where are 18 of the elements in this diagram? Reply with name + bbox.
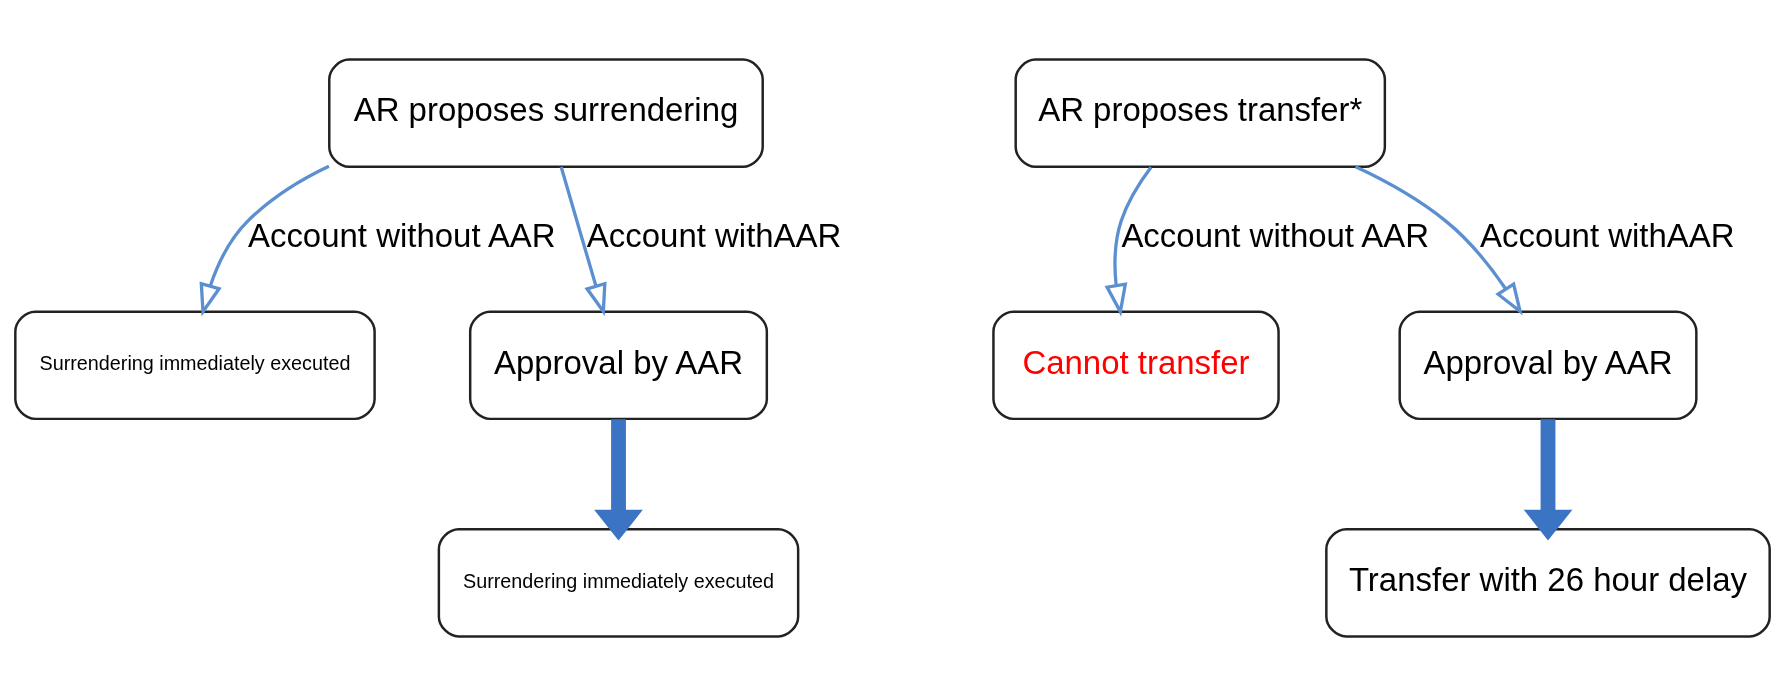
edge-label: Account without AAR: [247, 216, 556, 254]
node-box: Surrendering immediately executed: [437, 527, 800, 638]
arrow: [559, 166, 607, 316]
arrow: [1523, 418, 1573, 541]
arrow: [594, 418, 643, 541]
node-box: Approval by AAR: [1398, 310, 1698, 420]
node-box: Transfer with 26 hour delay: [1325, 527, 1771, 638]
edge-label: Account without AAR: [1121, 216, 1430, 254]
node-box: Surrendering immediately executed: [14, 310, 376, 420]
edge-label: Account withAAR: [586, 216, 842, 254]
node-box: AR proposes transfer*: [1014, 57, 1387, 168]
arrow: [199, 164, 330, 316]
node-box: Cannot transfer: [992, 310, 1280, 420]
edge-label: Account withAAR: [1480, 216, 1735, 254]
node-box: Approval by AAR: [468, 310, 769, 420]
node-box: AR proposes surrendering: [328, 57, 764, 168]
arrow: [1104, 165, 1153, 317]
arrow: [1354, 164, 1523, 316]
